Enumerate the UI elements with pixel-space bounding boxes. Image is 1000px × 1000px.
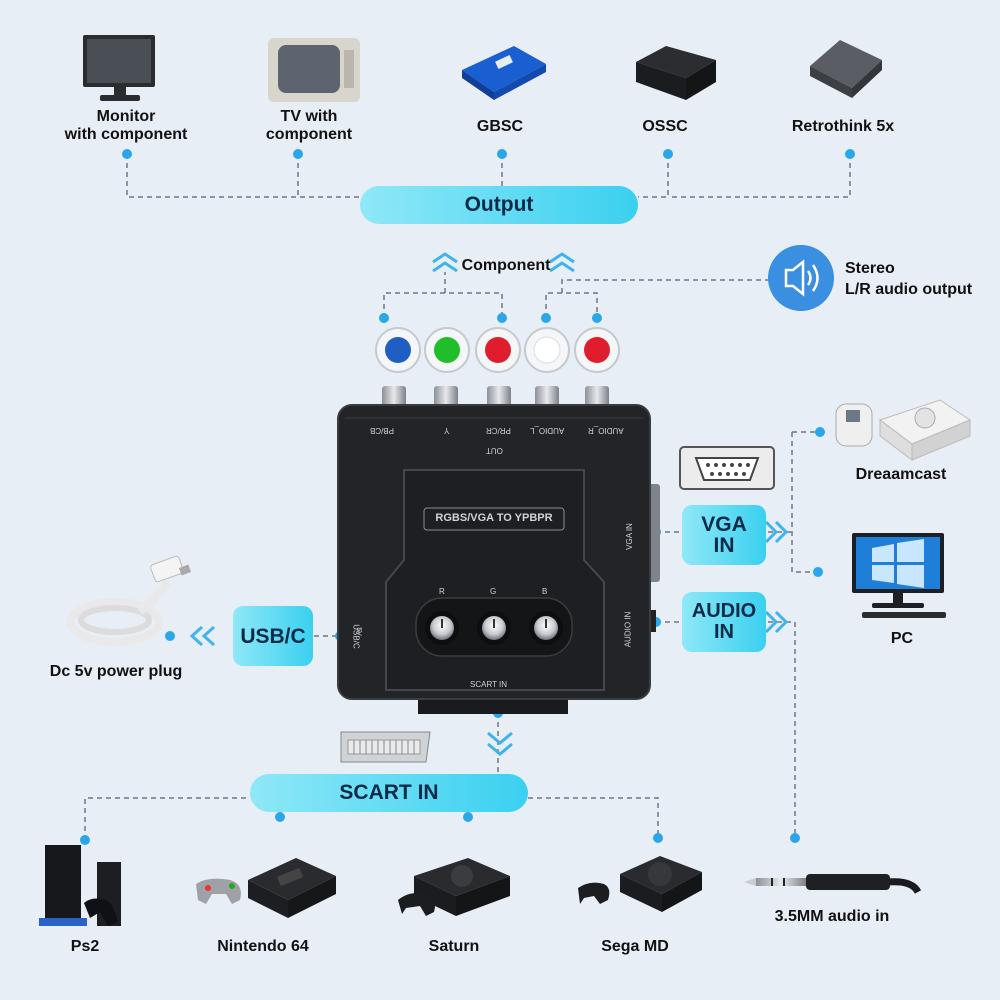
scart-connector-icon	[340, 731, 431, 763]
usb-5v-printed-label: 5V	[354, 627, 362, 636]
vga-in-pill: VGA IN	[682, 505, 766, 565]
converter-box	[337, 386, 660, 714]
ossc-box-icon	[636, 46, 716, 100]
component-label: Component	[461, 257, 551, 274]
rca-jack-color	[533, 336, 561, 364]
rca-jack-color	[584, 337, 610, 363]
vga-in-arrows	[764, 520, 789, 544]
device-label-dreamcast: Dreaamcast	[855, 466, 947, 483]
stereo-line2: L/R audio output	[845, 281, 973, 298]
device-label-sega-md: Sega MD	[601, 938, 669, 955]
gbsc-board-icon	[462, 46, 546, 100]
monitor-icon	[83, 35, 155, 101]
crt-tv-icon	[268, 38, 360, 102]
audio-in-printed-label: AUDIO IN	[623, 611, 633, 648]
usb-out-arrows	[189, 625, 216, 647]
port-label-audio-r: AUDIO_R	[588, 426, 624, 435]
device-label-line: Monitor	[96, 108, 156, 125]
converter-title: RGBS/VGA TO YPBPR	[435, 512, 553, 524]
sega-md-console-icon	[578, 856, 702, 912]
device-label-audio-cable: 3.5MM audio in	[774, 908, 890, 925]
device-label-retrothink: Retrothink 5x	[791, 118, 895, 135]
device-label-tv: TV with component	[238, 108, 380, 144]
vga-in-printed-label: VGA IN	[624, 523, 634, 550]
device-label-ossc: OSSC	[642, 118, 688, 135]
port-label-pr: PR/CR	[486, 426, 511, 435]
output-pill: Output	[360, 186, 638, 224]
port-label-y: Y	[444, 426, 450, 435]
device-label-line: TV with	[280, 108, 338, 125]
usb-c-pill: USB/C	[233, 606, 313, 666]
device-label-n64: Nintendo 64	[217, 938, 309, 955]
knob-label-r: R	[439, 587, 445, 596]
vga-in-line1: VGA	[701, 513, 747, 536]
scart-in-printed-label: SCART IN	[470, 680, 508, 689]
rca-jack-color	[485, 337, 511, 363]
device-label-ps2: Ps2	[70, 938, 100, 955]
port-label-pb: PB/CB	[370, 426, 395, 435]
audio-in-line1: AUDIO	[691, 600, 757, 622]
device-label-power-plug: Dc 5v power plug	[49, 663, 183, 680]
port-label-audio-l: AUDIO_L	[530, 426, 565, 435]
device-label-saturn: Saturn	[428, 938, 480, 955]
component-up-arrows	[432, 252, 575, 273]
device-label-line: component	[265, 126, 353, 143]
audio-cable-icon	[744, 874, 922, 894]
audio-in-arrows	[764, 610, 789, 634]
stereo-line1: Stereo	[845, 260, 895, 277]
usb-cable-icon	[67, 555, 192, 646]
rca-jack-color	[385, 337, 411, 363]
rca-jack-color	[434, 337, 460, 363]
retrothink-box-icon	[810, 40, 882, 98]
n64-console-icon	[196, 858, 336, 918]
audio-in-line2: IN	[714, 621, 734, 643]
scart-down-arrows	[487, 731, 513, 756]
rca-jacks	[375, 327, 620, 373]
stereo-audio-label: Stereo L/R audio output	[845, 258, 972, 300]
ps2-console-icon	[39, 845, 121, 926]
device-label-line: with component	[64, 126, 188, 143]
device-label-gbsc: GBSC	[476, 118, 524, 135]
device-label-pc: PC	[890, 630, 914, 647]
speaker-icon	[768, 245, 834, 311]
device-label-monitor: Monitor with component	[55, 108, 197, 144]
vga-in-line2: IN	[713, 534, 735, 557]
dreamcast-console-icon	[835, 399, 972, 461]
knob-label-g: G	[490, 587, 497, 596]
pc-monitor-icon	[852, 533, 946, 618]
saturn-console-icon	[398, 858, 510, 916]
knob-label-b: B	[542, 587, 548, 596]
scart-in-pill: SCART IN	[250, 774, 528, 812]
out-label: OUT	[486, 446, 503, 455]
audio-in-pill: AUDIO IN	[682, 592, 766, 652]
vga-connector-icon	[679, 446, 775, 490]
